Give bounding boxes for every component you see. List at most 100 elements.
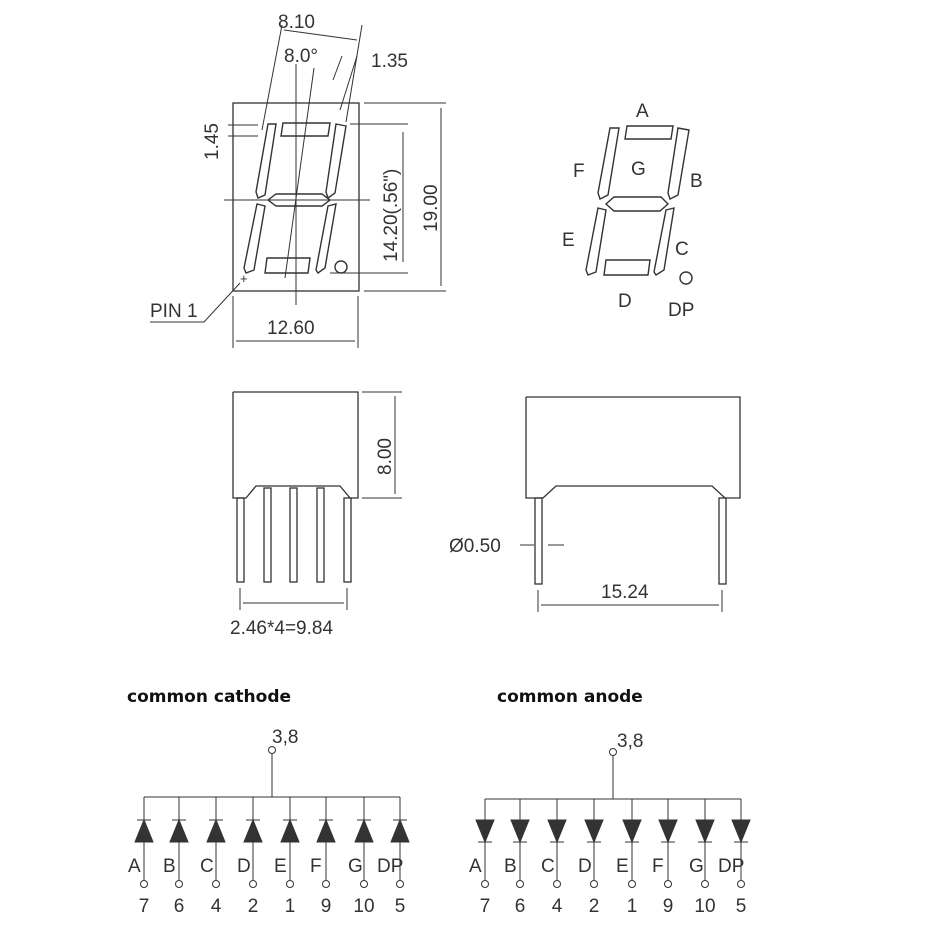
pin-terminal: [212, 880, 220, 888]
pin-left: [534, 497, 543, 585]
map-segment-f: [597, 127, 620, 200]
label-dp: DP: [668, 300, 694, 321]
dim-digit-height: 14.20(.56"): [381, 169, 402, 262]
dim-body-width: 12.60: [267, 318, 315, 339]
segment-label: G: [348, 856, 363, 877]
segment-label: DP: [377, 856, 403, 877]
label-c: C: [675, 239, 689, 260]
pin-number: 10: [694, 896, 715, 917]
diode-symbol: [731, 819, 751, 844]
pin-terminal: [322, 880, 330, 888]
decimal-point: [334, 260, 348, 274]
diode-d: D2: [578, 799, 604, 917]
dim-segment-width: 1.35: [371, 51, 408, 72]
map-segment-a: [624, 125, 674, 140]
pin-number: 5: [395, 896, 406, 917]
diode-g: G 10: [348, 797, 375, 917]
dim-segment-thickness: 1.45: [202, 123, 223, 160]
diode-symbol: [695, 819, 715, 844]
diode-symbol: [316, 818, 336, 843]
diode-g: G 10: [689, 799, 716, 917]
pin-number: 4: [211, 896, 222, 917]
diode-a: A7: [128, 797, 154, 917]
label-a: A: [636, 101, 649, 122]
pin-terminal: [628, 880, 636, 888]
pin-terminal: [140, 880, 148, 888]
diode-symbol: [390, 818, 410, 843]
segment-label: D: [237, 856, 251, 877]
diode-e: E1: [616, 799, 642, 917]
pin-right: [718, 497, 727, 585]
label-g: G: [631, 159, 646, 180]
dim-height: 8.00: [375, 438, 396, 475]
diode-e: E1: [274, 797, 300, 917]
segment-label: F: [310, 856, 322, 877]
pin-number: 7: [480, 896, 491, 917]
pin-terminal: [737, 880, 745, 888]
label-e: E: [562, 230, 575, 251]
diode-b: B6: [163, 797, 189, 917]
map-segment-d: [603, 259, 651, 276]
segment-label: G: [689, 856, 704, 877]
pin-terminal: [175, 880, 183, 888]
pin-number: 6: [174, 896, 185, 917]
segment-label: C: [200, 856, 214, 877]
schematic-title: common cathode: [127, 687, 291, 707]
map-segment-c: [653, 207, 675, 276]
segment-label: C: [541, 856, 555, 877]
dim-body-height: 19.00: [421, 184, 442, 232]
pin-number: 1: [627, 896, 638, 917]
diode-dp: DP5: [718, 799, 751, 917]
diode-d: D2: [237, 797, 263, 917]
pin-number: 4: [552, 896, 563, 917]
pin-number: 9: [321, 896, 332, 917]
map-segment-e: [585, 207, 607, 276]
pin-terminal: [249, 880, 257, 888]
pin-number: 10: [353, 896, 374, 917]
diode-f: F9: [310, 797, 336, 917]
front-view: 8.10 8.0° 1.35 1.45 14.20(.56") 19.00 12…: [150, 12, 446, 348]
dim-angle: 8.0°: [284, 46, 318, 67]
map-segment-g: [604, 196, 670, 212]
side-view-right: Ø0.50 15.24: [449, 396, 741, 612]
diode-c: C4: [541, 799, 567, 917]
pin-number: 1: [285, 896, 296, 917]
common-pins-label: 3,8: [272, 727, 298, 748]
pin-terminal: [664, 880, 672, 888]
pin1-label: PIN 1: [150, 301, 198, 322]
side-view-left: 8.00 2.46*4=9.84: [230, 391, 402, 639]
pin-terminal: [516, 880, 524, 888]
diode-symbol: [547, 819, 567, 844]
pin-number: 2: [589, 896, 600, 917]
diode-symbol: [584, 819, 604, 844]
segment-label: B: [504, 856, 517, 877]
diode-symbol: [354, 818, 374, 843]
pin-number: 5: [736, 896, 747, 917]
label-d: D: [618, 291, 632, 312]
pin1-marker: +: [240, 271, 248, 286]
diode-f: F9: [652, 799, 678, 917]
pin-terminal: [553, 880, 561, 888]
segment-label: F: [652, 856, 664, 877]
diode-symbol: [134, 818, 154, 843]
diode-dp: DP 5: [377, 797, 410, 917]
pin-terminal: [481, 880, 489, 888]
segment-map: A F G B E C D DP: [562, 101, 703, 321]
common-terminal: [268, 746, 276, 754]
segment-label: A: [128, 856, 141, 877]
pin-terminal: [701, 880, 709, 888]
pins-left: [236, 487, 352, 583]
map-segment-b: [667, 127, 690, 200]
diode-symbol: [280, 818, 300, 843]
segment-c: [315, 203, 337, 274]
pin-number: 9: [663, 896, 674, 917]
segment-label: E: [274, 856, 287, 877]
dim-pin-pitch: 2.46*4=9.84: [230, 618, 333, 639]
schematic-title: common anode: [497, 687, 643, 707]
diode-symbol: [206, 818, 226, 843]
pin-number: 2: [248, 896, 259, 917]
segment-b: [325, 123, 347, 200]
